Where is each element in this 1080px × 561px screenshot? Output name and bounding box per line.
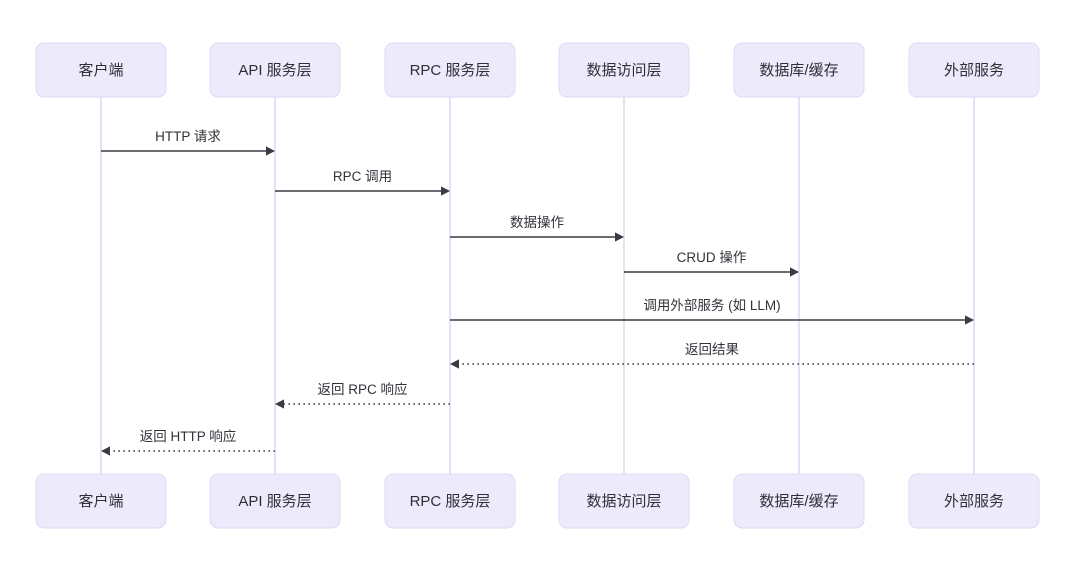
- actor-rpc-bottom[interactable]: RPC 服务层: [384, 473, 516, 529]
- actor-box-external[interactable]: [908, 42, 1040, 98]
- message-label-m3: 数据操作: [510, 215, 564, 230]
- message-arrowhead-m8: [101, 446, 110, 456]
- actor-label-external: 外部服务: [944, 62, 1004, 79]
- actor-box-client[interactable]: [35, 42, 167, 98]
- actor-label-external: 外部服务: [944, 493, 1004, 510]
- message-label-m5: 调用外部服务 (如 LLM): [643, 298, 780, 313]
- actor-box-client[interactable]: [35, 473, 167, 529]
- actor-label-rpc: RPC 服务层: [410, 62, 491, 79]
- actor-box-dao[interactable]: [558, 473, 690, 529]
- message-arrowhead-m5: [965, 315, 974, 325]
- actor-label-db: 数据库/缓存: [759, 493, 838, 510]
- actor-dao-bottom[interactable]: 数据访问层: [558, 473, 690, 529]
- actor-label-api: API 服务层: [238, 62, 311, 79]
- message-m8[interactable]: 返回 HTTP 响应: [101, 428, 275, 456]
- actor-dao-top[interactable]: 数据访问层: [558, 42, 690, 98]
- message-arrowhead-m7: [275, 399, 284, 409]
- message-arrowhead-m6: [450, 359, 459, 369]
- message-label-m4: CRUD 操作: [677, 250, 747, 265]
- actor-api-top[interactable]: API 服务层: [209, 42, 341, 98]
- actor-label-client: 客户端: [78, 493, 123, 510]
- actor-label-api: API 服务层: [238, 493, 311, 510]
- actor-db-top[interactable]: 数据库/缓存: [733, 42, 865, 98]
- message-m7[interactable]: 返回 RPC 响应: [275, 381, 450, 409]
- actor-box-rpc[interactable]: [384, 473, 516, 529]
- message-label-m6: 返回结果: [685, 342, 739, 357]
- actor-external-top[interactable]: 外部服务: [908, 42, 1040, 98]
- actor-label-client: 客户端: [78, 62, 123, 79]
- actor-external-bottom[interactable]: 外部服务: [908, 473, 1040, 529]
- actor-box-db[interactable]: [733, 42, 865, 98]
- message-arrowhead-m2: [441, 186, 450, 196]
- actor-label-db: 数据库/缓存: [759, 62, 838, 79]
- message-arrowhead-m3: [615, 232, 624, 242]
- actor-box-rpc[interactable]: [384, 42, 516, 98]
- actor-label-dao: 数据访问层: [586, 62, 661, 79]
- message-label-m7: 返回 RPC 响应: [317, 381, 407, 397]
- actor-box-dao[interactable]: [558, 42, 690, 98]
- actor-box-external[interactable]: [908, 473, 1040, 529]
- actors-top-layer: 客户端 API 服务层 RPC 服务层 数据访问层 数据库/缓存 外部服务: [35, 42, 1040, 98]
- message-label-m1: HTTP 请求: [155, 129, 221, 144]
- message-m1[interactable]: HTTP 请求: [101, 129, 275, 156]
- actor-client-top[interactable]: 客户端: [35, 42, 167, 98]
- actor-box-db[interactable]: [733, 473, 865, 529]
- actor-db-bottom[interactable]: 数据库/缓存: [733, 473, 865, 529]
- actor-rpc-top[interactable]: RPC 服务层: [384, 42, 516, 98]
- actor-box-api[interactable]: [209, 42, 341, 98]
- actor-label-rpc: RPC 服务层: [410, 493, 491, 510]
- message-m2[interactable]: RPC 调用: [275, 169, 450, 196]
- message-m4[interactable]: CRUD 操作: [624, 250, 799, 277]
- message-arrowhead-m1: [266, 146, 275, 156]
- message-arrowhead-m4: [790, 267, 799, 277]
- message-m6[interactable]: 返回结果: [450, 342, 974, 369]
- message-m5[interactable]: 调用外部服务 (如 LLM): [450, 298, 974, 325]
- actor-client-bottom[interactable]: 客户端: [35, 473, 167, 529]
- message-m3[interactable]: 数据操作: [450, 215, 624, 242]
- message-label-m2: RPC 调用: [333, 169, 392, 184]
- actor-box-api[interactable]: [209, 473, 341, 529]
- actor-api-bottom[interactable]: API 服务层: [209, 473, 341, 529]
- actors-bottom-layer: 客户端 API 服务层 RPC 服务层 数据访问层 数据库/缓存 外部服务: [35, 473, 1040, 529]
- message-label-m8: 返回 HTTP 响应: [140, 428, 237, 444]
- actor-label-dao: 数据访问层: [586, 493, 661, 510]
- lifelines-layer: [100, 97, 975, 474]
